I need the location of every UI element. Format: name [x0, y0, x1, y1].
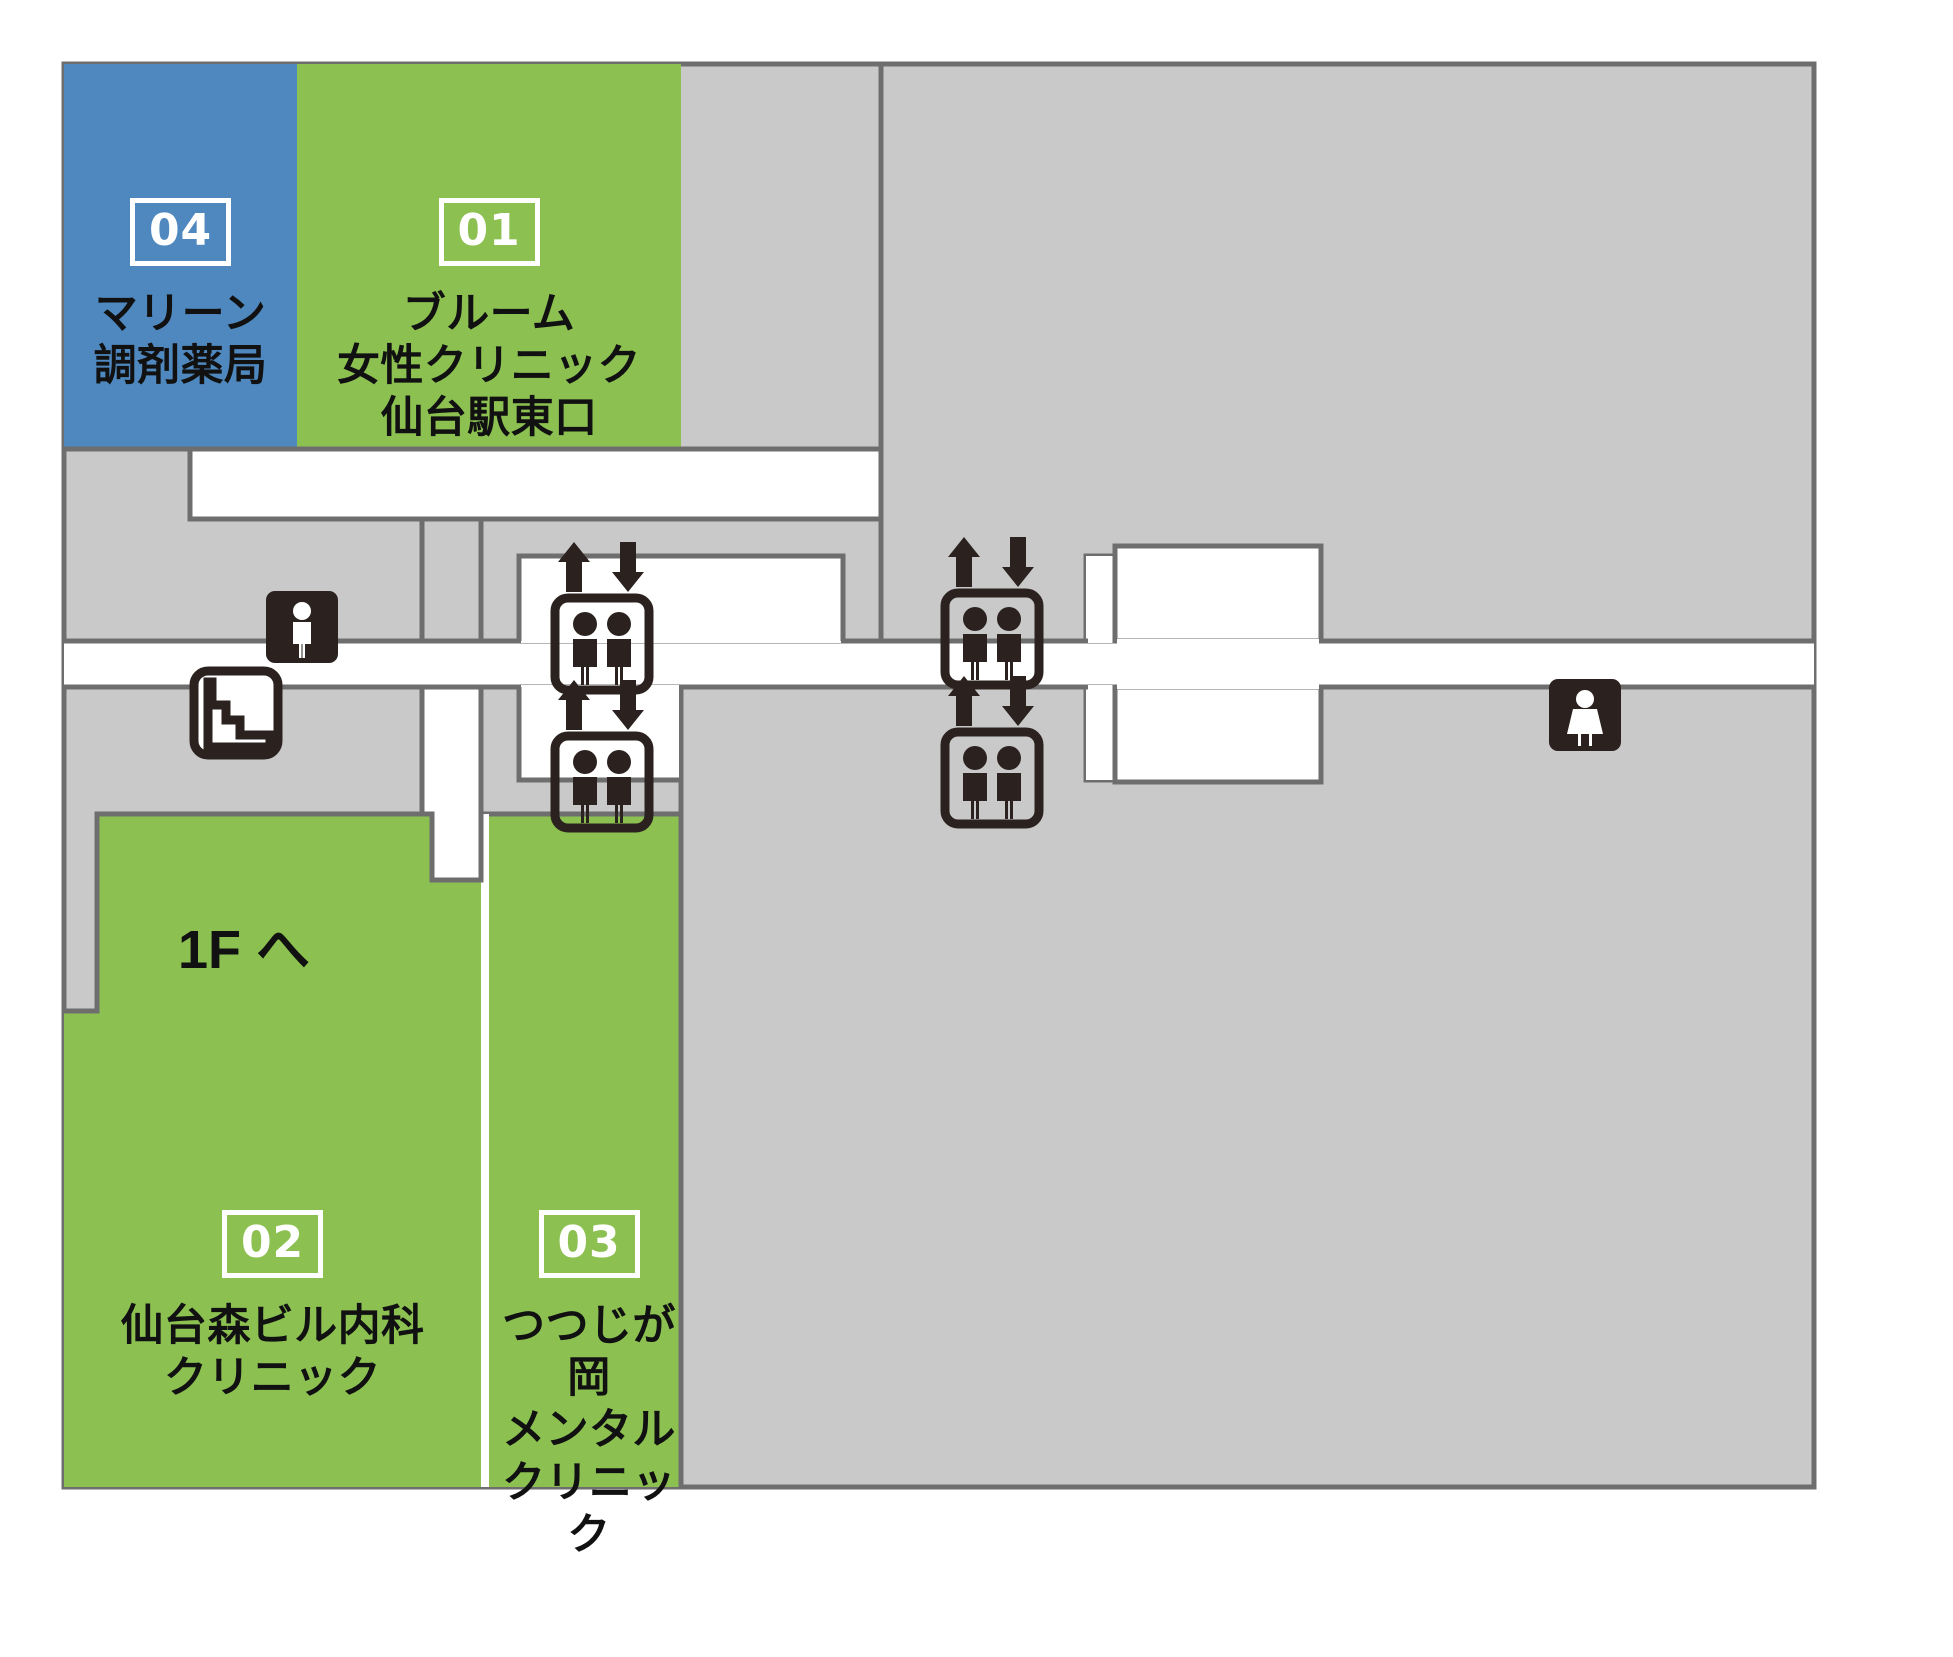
main-corridor-band — [64, 638, 1814, 690]
island-lower-right — [678, 684, 1817, 1490]
tenant-area-02[interactable] — [64, 814, 481, 1487]
tenant-area-01[interactable] — [297, 64, 681, 449]
stairs-caption: 1F へ — [178, 920, 311, 980]
tenant-area-03[interactable] — [489, 814, 681, 1487]
vertical-corridor — [419, 684, 484, 883]
tenant-divider-gap-upper — [481, 814, 489, 880]
tenant-divider-gap — [481, 880, 489, 1487]
womens-restroom-icon[interactable] — [1549, 679, 1621, 751]
right-elevator-alcoves — [1112, 543, 1324, 785]
stairs-icon[interactable] — [194, 671, 278, 755]
mens-restroom-icon[interactable] — [266, 591, 338, 663]
tenant-area-04[interactable] — [64, 64, 297, 449]
tenant-areas — [64, 64, 681, 1487]
